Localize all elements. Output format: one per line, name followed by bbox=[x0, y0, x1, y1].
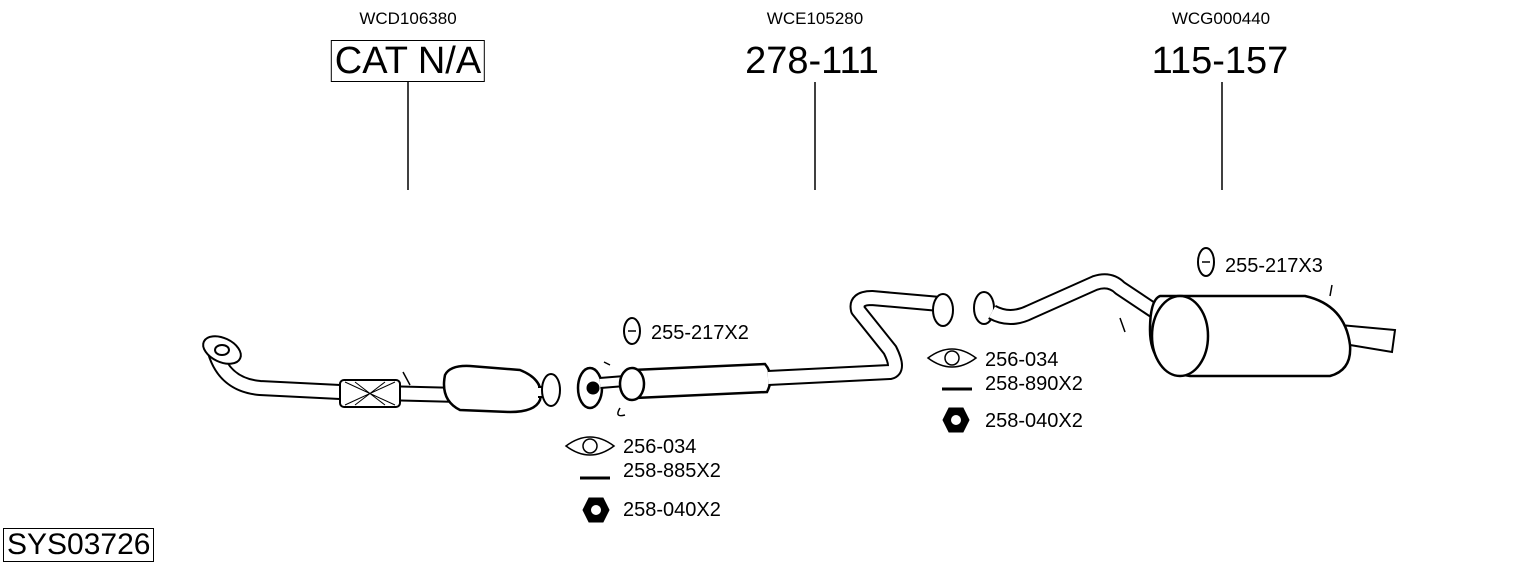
system-id: SYS03726 bbox=[3, 528, 155, 562]
accessory-label[interactable]: 258-885X2 bbox=[623, 460, 721, 482]
accessory-label[interactable]: 256-034 bbox=[985, 349, 1059, 371]
part-number-label[interactable]: 278-111 bbox=[745, 40, 879, 82]
rear-silencer[interactable] bbox=[973, 273, 1397, 378]
oe-code-label: WCE105280 bbox=[766, 9, 864, 28]
accessory-label[interactable]: 258-890X2 bbox=[985, 373, 1083, 395]
accessory-label[interactable]: 258-040X2 bbox=[623, 499, 721, 521]
accessory-label[interactable]: 255-217X3 bbox=[1225, 255, 1323, 277]
accessory-label[interactable]: 256-034 bbox=[623, 436, 697, 458]
catalyst-icon bbox=[442, 364, 543, 414]
accessory-label[interactable]: 255-217X2 bbox=[651, 322, 749, 344]
gasket-icon bbox=[926, 348, 978, 368]
accessory-label[interactable]: 258-040X2 bbox=[985, 410, 1083, 432]
rubber-hanger-icon bbox=[1197, 247, 1215, 277]
rubber-hanger-icon bbox=[623, 317, 641, 345]
gasket-icon bbox=[564, 436, 616, 456]
part-number-label[interactable]: 115-157 bbox=[1151, 40, 1289, 82]
oe-code-label: WCD106380 bbox=[359, 9, 457, 28]
part-number-label[interactable]: CAT N/A bbox=[330, 40, 486, 82]
flange-icon bbox=[202, 335, 242, 365]
oe-code-label: WCG000440 bbox=[1171, 9, 1271, 28]
nut-icon bbox=[582, 497, 610, 523]
nut-icon bbox=[942, 407, 970, 433]
front-pipe-catalyst[interactable] bbox=[199, 331, 561, 414]
centre-silencer[interactable] bbox=[576, 290, 954, 417]
